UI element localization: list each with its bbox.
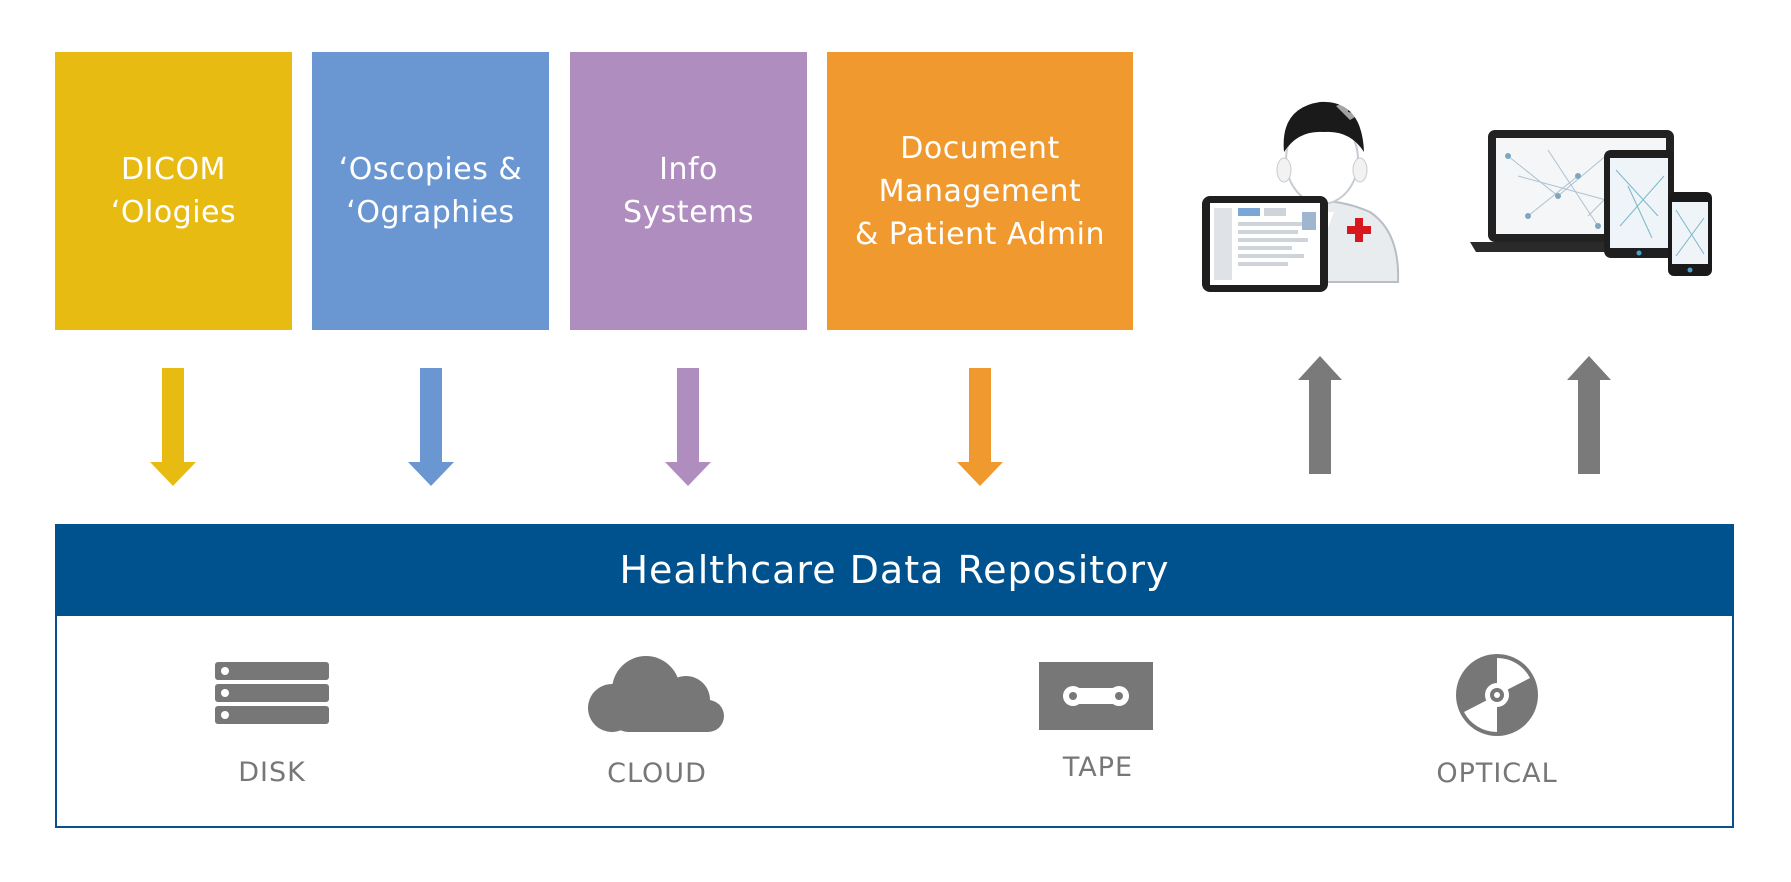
cloud-icon [588,656,724,732]
storage-tape-label: TAPE [1062,752,1134,783]
disk-server-icon [215,662,329,724]
optical-disc-icon [1456,654,1538,736]
storage-cloud-label: CLOUD [607,758,707,789]
storage-cloud: CLOUD [582,654,732,804]
storage-optical-label: OPTICAL [1436,758,1558,789]
source-info-systems-label: Info Systems [623,152,754,230]
multi-device-icon [1470,130,1712,276]
source-dicom-box: DICOM ‘Ologies [55,52,292,330]
arrow-down-dicom [150,368,196,486]
source-info-systems-box: Info Systems [570,52,807,330]
source-oscopies-box: ‘Oscopies & ‘Ographies [312,52,549,330]
storage-disk: DISK [197,662,347,802]
source-dicom-label: DICOM ‘Ologies [110,152,237,230]
storage-tape: TAPE [1023,662,1173,802]
storage-disk-label: DISK [238,757,306,788]
repository-header: Healthcare Data Repository [55,524,1734,616]
source-oscopies-label: ‘Oscopies & ‘Ographies [338,152,523,230]
tape-cassette-icon [1039,662,1153,730]
source-document-management-box: Document Management & Patient Admin [827,52,1133,330]
arrow-up-doctor [1298,356,1342,474]
arrow-down-oscopies [408,368,454,486]
arrow-down-document-management [957,368,1003,486]
arrow-down-info-systems [665,368,711,486]
doctor-with-tablet-icon [1202,100,1400,292]
repository-title: Healthcare Data Repository [619,548,1170,592]
arrow-up-devices [1567,356,1611,474]
storage-optical: OPTICAL [1422,654,1572,804]
repository-storage-panel: DISK CLOUD TAPE [55,616,1734,828]
source-document-management-label: Document Management & Patient Admin [854,130,1106,252]
